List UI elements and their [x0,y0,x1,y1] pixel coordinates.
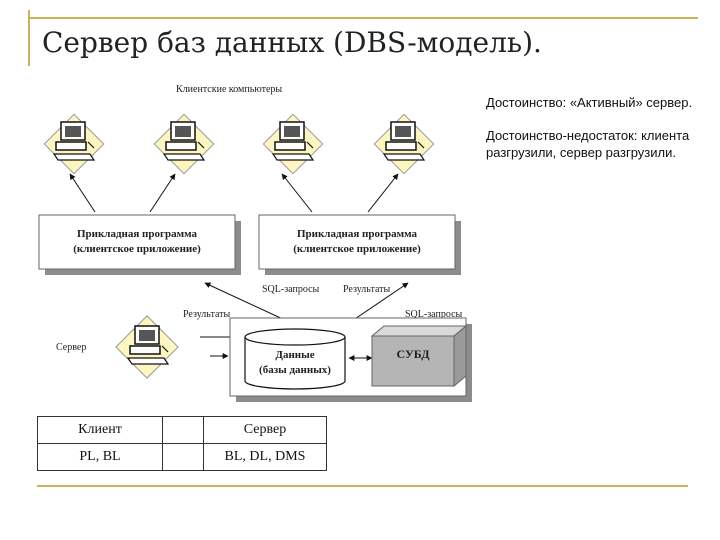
table-cell-server-layers: BL, DL, DMS [203,443,327,471]
clients-label: Клиентские компьютеры [176,84,282,95]
results-label-mid: Результаты [343,284,391,295]
data-label-line1: Данные [275,349,314,361]
note-tradeoff: Достоинство-недостаток: клиента разгрузи… [486,128,690,160]
app-box-left-line2: (клиентское приложение) [73,243,201,255]
table-cell-client-layers: PL, BL [37,443,163,471]
note-advantage: Достоинство: «Активный» сервер. [486,95,693,110]
client-app-arrows [69,173,399,213]
bottom-accent-line [37,485,688,487]
app-box-left-line1: Прикладная программа [77,228,198,240]
table-cell-server: Сервер [203,416,327,444]
app-box-left: Прикладная программа (клиентское приложе… [38,214,241,275]
dbms-label: СУБД [396,347,430,361]
table-cell-spacer [162,443,204,471]
slide-title: Сервер баз данных (DBS-модель). [42,26,542,59]
sql-requests-label-right: SQL-запросы [405,309,463,320]
app-box-right: Прикладная программа (клиентское приложе… [258,214,461,275]
frame-accent-vertical [28,10,30,66]
sql-requests-label-mid: SQL-запросы [262,284,320,295]
results-label-left: Результаты [183,309,231,320]
server-label: Сервер [56,342,86,353]
table-cell-client: Клиент [37,416,163,444]
database-cylinder: Данные (базы данных) [244,328,346,390]
table-cell-spacer [162,416,204,444]
app-box-right-line2: (клиентское приложение) [293,243,421,255]
table-row: Клиент Сервер [37,416,327,444]
client-computer-3 [262,113,324,175]
dbms-block: СУБД [370,324,468,388]
client-computer-4 [373,113,435,175]
app-box-right-line1: Прикладная программа [297,228,418,240]
notes-panel: Достоинство: «Активный» сервер. Достоинс… [486,94,711,177]
server-computer [115,315,179,379]
client-server-split-table: Клиент Сервер PL, BL BL, DL, DMS [37,416,327,471]
table-row: PL, BL BL, DL, DMS [37,443,327,471]
frame-accent-top [28,17,698,19]
client-computer-1 [43,113,105,175]
data-label-line2: (базы данных) [259,364,331,376]
client-computer-2 [153,113,215,175]
